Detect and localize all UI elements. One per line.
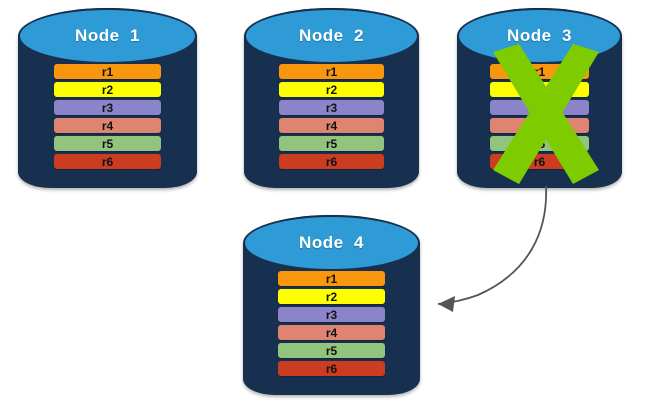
node-4-row-r2: r2 [278,289,385,304]
node-4-row-r5: r5 [278,343,385,358]
node-2-row-r6: r6 [279,154,384,169]
node-3-title: Node 3 [507,26,572,45]
node-3-row-r5: r5 [490,136,589,151]
node-1-title: Node 1 [75,26,140,45]
node-4-row-r4: r4 [278,325,385,340]
node-4-cylinder-top [243,215,420,271]
node-1[interactable]: Node 1 r1 r2 r3 r4 r5 r6 [18,8,197,188]
node-1-rows: r1 r2 r3 r4 r5 r6 [18,64,197,172]
node-2-cylinder-top [244,8,419,64]
node-2-row-r4: r4 [279,118,384,133]
node-2-rows: r1 r2 r3 r4 r5 r6 [244,64,419,172]
node-1-cylinder-top [18,8,197,64]
node-1-row-r1: r1 [53,64,162,79]
node-3-row-r6: r6 [490,154,589,169]
arrow-head-icon [438,296,455,312]
node-2-title: Node 2 [299,26,364,45]
node-3-rows: r1 r2 r3 r4 r5 r6 [457,64,622,172]
node-4[interactable]: Node 4 r1 r2 r3 r4 r5 r6 [243,215,420,395]
node-1-row-r3: r3 [53,100,162,115]
node-2[interactable]: Node 2 r1 r2 r3 r4 r5 r6 [244,8,419,188]
node-3-row-r1: r1 [490,64,589,79]
node-2-row-r1: r1 [279,64,384,79]
arrow-path [437,185,548,305]
node-3-row-r3: r3 [490,100,589,115]
node-4-rows: r1 r2 r3 r4 r5 r6 [243,271,420,379]
node-4-row-r6: r6 [278,361,385,376]
node-1-row-r4: r4 [53,118,162,133]
node-1-row-r6: r6 [53,154,162,169]
node-1-row-r5: r5 [53,136,162,151]
node-2-row-r2: r2 [279,82,384,97]
node-1-row-r2: r2 [53,82,162,97]
node-2-row-r3: r3 [279,100,384,115]
node-4-row-r3: r3 [278,307,385,322]
node-3[interactable]: Node 3 r1 r2 r3 r4 r5 r6 [457,8,622,188]
node-4-title: Node 4 [299,233,364,252]
node-2-row-r5: r5 [279,136,384,151]
node-3-row-r2: r2 [490,82,589,97]
node-4-row-r1: r1 [278,271,385,286]
node-3-row-r4: r4 [490,118,589,133]
